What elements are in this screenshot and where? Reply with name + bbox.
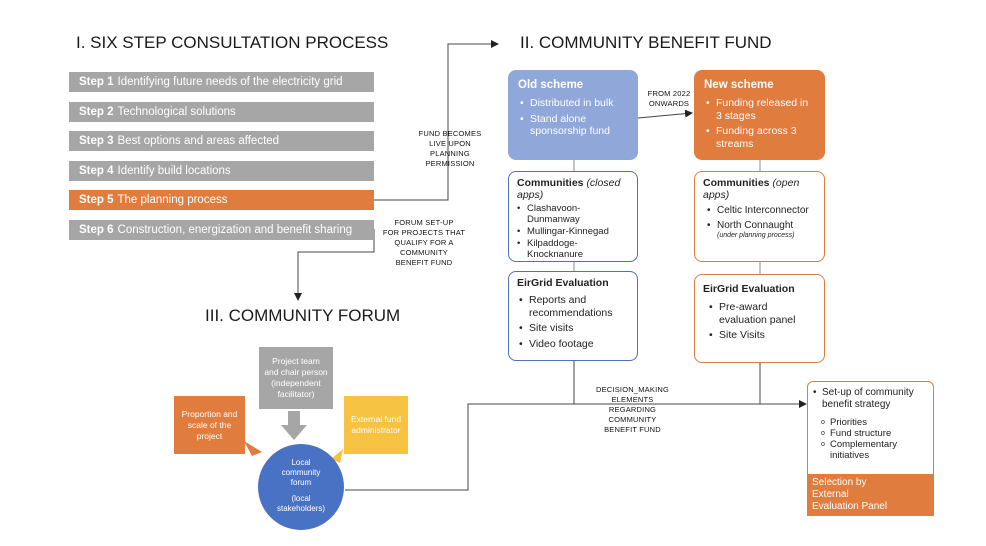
strategy-box: • Set-up of community benefit strategy o…	[807, 381, 934, 516]
evaluation-item: Site Visits	[709, 329, 816, 342]
selection-panel: Selection by External Evaluation Panel	[808, 474, 933, 515]
strategy-item: Priorities	[830, 417, 867, 428]
evaluation-item: Video footage	[519, 338, 629, 351]
forum-setup-note: FORUM SET-UP FOR PROJECTS THAT QUALIFY F…	[382, 218, 466, 267]
new-scheme-item: Funding released in 3 stages	[706, 97, 815, 122]
project-team-arrow	[281, 411, 307, 440]
step6-to-forum-connector	[294, 229, 375, 301]
external-admin-box: External fund administrator	[344, 396, 408, 454]
community-item: Mullingar-Kinnegad	[517, 226, 629, 237]
new-communities-box: Communities (open apps) Celtic Interconn…	[694, 171, 825, 262]
old-scheme-title: Old scheme	[518, 79, 584, 91]
community-item: Kilpaddoge-Knocknanure	[517, 238, 629, 260]
project-team-box: Project team and chair person (independe…	[259, 347, 333, 409]
community-item: Clashavoon-Dunmanway	[517, 203, 629, 225]
old-scheme-item: Distributed in bulk	[520, 97, 628, 110]
step5-to-fund-connector	[374, 40, 499, 201]
old-communities-box: Communities (closed apps) Clashavoon-Dun…	[508, 171, 638, 262]
old-to-new-arrow	[637, 109, 693, 119]
planning-sub-note: (under planning process)	[717, 232, 795, 239]
old-evaluation-box: EirGrid Evaluation Reports and recommend…	[508, 271, 638, 361]
evaluation-item: Pre-award evaluation panel	[709, 301, 816, 326]
new-scheme-box: New scheme Funding released in 3 stages …	[694, 70, 825, 160]
evaluation-item: Reports and recommendations	[519, 294, 629, 319]
strategy-item: Complementary initiatives	[830, 439, 898, 461]
evaluation-item: Site visits	[519, 322, 629, 335]
section3-title: III. COMMUNITY FORUM	[205, 306, 401, 325]
community-item: North Connaught	[707, 220, 816, 232]
decision-note: DECISION_MAKING ELEMENTS REGARDING COMMU…	[595, 385, 669, 434]
community-item: Celtic Interconnector	[707, 205, 816, 217]
old-scheme-box: Old scheme Distributed in bulk Stand alo…	[508, 70, 638, 160]
section1-title: I. SIX STEP CONSULTATION PROCESS	[76, 33, 389, 52]
proportion-box: Proportion and scale of the project	[174, 396, 245, 454]
new-scheme-title: New scheme	[704, 79, 774, 91]
forum-to-decision-connector	[345, 403, 574, 491]
fund-live-note: FUND BECOMES LIVE UPON PLANNING PERMISSI…	[418, 129, 482, 168]
new-evaluation-box: EirGrid Evaluation Pre-award evaluation …	[694, 274, 825, 363]
section2-title: II. COMMUNITY BENEFIT FUND	[520, 33, 772, 52]
strategy-item: Fund structure	[830, 428, 892, 439]
new-scheme-item: Funding across 3 streams	[706, 125, 815, 150]
new-evaluation-title: EirGrid Evaluation	[703, 283, 795, 295]
transition-note: FROM 2022 ONWARDS	[647, 89, 691, 108]
strategy-title: Set-up of community benefit strategy	[822, 387, 914, 410]
proportion-arrow	[244, 441, 262, 456]
old-evaluation-title: EirGrid Evaluation	[517, 277, 609, 289]
old-scheme-item: Stand alone sponsorship fund	[520, 113, 628, 138]
local-forum-circle: Local community forum (local stakeholder…	[258, 444, 344, 530]
